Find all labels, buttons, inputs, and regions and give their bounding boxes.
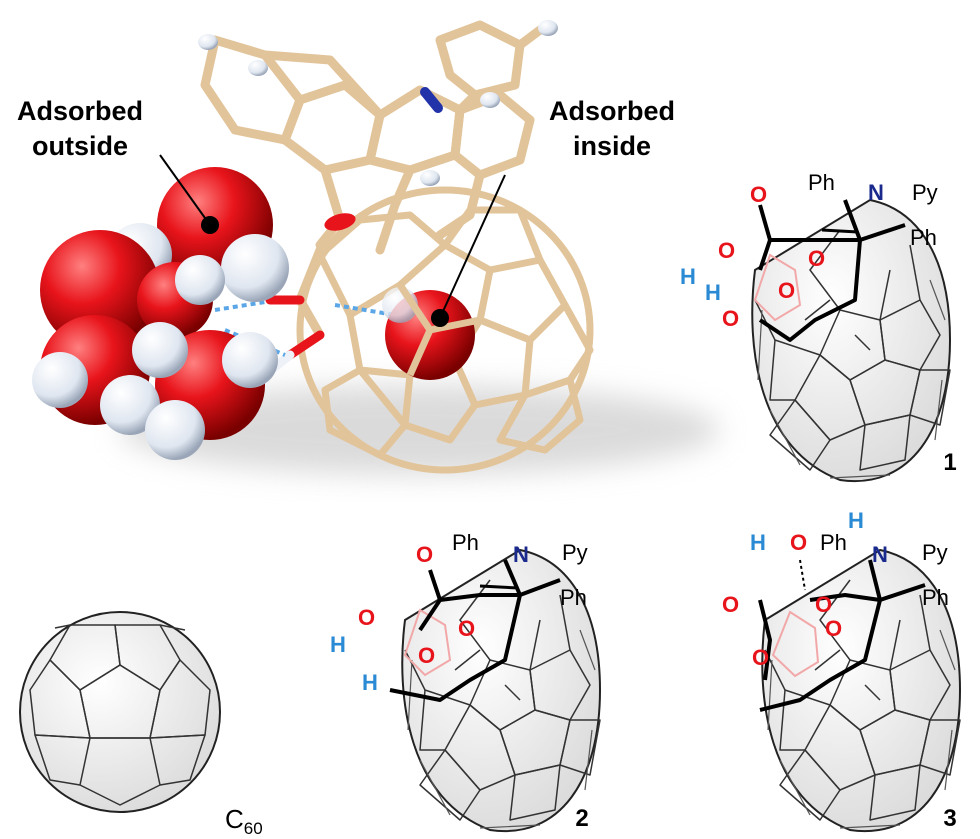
c3-oxygen-inner: O <box>752 645 769 670</box>
c2-ph-right: Ph <box>560 585 587 610</box>
c1-oxygen-hydroxyl: O <box>718 238 735 263</box>
c2-oxygen-inner: O <box>418 643 435 668</box>
carbonyl-oxygen-stick <box>324 213 356 231</box>
c3-ph-right: Ph <box>922 585 949 610</box>
c1-hydrogen-2: H <box>705 280 721 305</box>
compound-label-1: 1 <box>943 449 956 476</box>
molecular-model-3d <box>32 20 720 475</box>
callout-outside-line2: outside <box>32 131 128 161</box>
c1-py: Py <box>912 180 938 205</box>
c1-hydrogen-1: H <box>680 264 696 289</box>
callout-pointers <box>159 154 506 327</box>
structure-compound-2: Ph N Py Ph O O H O O H <box>330 530 601 833</box>
c3-py: Py <box>922 540 948 565</box>
cage-front-sticks <box>397 283 481 377</box>
c1-oxygen-inner: O <box>778 278 795 303</box>
c1-oxygen-carbonyl: O <box>750 182 767 207</box>
callout-dot-outside <box>201 216 219 234</box>
c2-ph-top: Ph <box>452 530 479 555</box>
c2-hydrogen-ch: H <box>362 670 378 695</box>
c2-oxygen-ketone: O <box>458 616 475 641</box>
c2-py: Py <box>562 540 588 565</box>
structure-compound-1: Ph N Py Ph O O H H O O O <box>680 170 951 483</box>
c3-ph-top: Ph <box>820 530 847 555</box>
c3-nitrogen: N <box>872 542 888 567</box>
structure-compound-3: H O Ph H N Py Ph O O O O <box>722 508 961 833</box>
fullerene-cage-sticks <box>296 186 594 474</box>
callout-dot-inside <box>431 309 449 327</box>
c1-ph-top: Ph <box>808 170 835 195</box>
callout-inside-line2: inside <box>573 131 651 161</box>
c2-hydrogen-oh: H <box>330 632 346 657</box>
c3-oxygen-carbonyl: O <box>722 592 739 617</box>
c1-ph-right: Ph <box>910 225 937 250</box>
water-cluster-outside <box>32 167 289 460</box>
c3-oxygen-ketone: O <box>825 616 842 641</box>
c1-oxygen-water: O <box>722 306 739 331</box>
c2-oxygen-hydroxyl: O <box>358 605 375 630</box>
nitrogen-stick <box>420 87 443 113</box>
c1-nitrogen: N <box>868 180 884 205</box>
callout-inside-line1: Adsorbed <box>549 96 675 126</box>
c3-oxygen-hydroxyl: O <box>790 530 807 555</box>
c3-hydrogen-oh: H <box>750 530 766 555</box>
structure-c60 <box>19 611 221 813</box>
compound-label-3: 3 <box>943 805 956 832</box>
c2-oxygen-carbonyl: O <box>416 542 433 567</box>
framework-hydrogens <box>198 20 558 186</box>
callout-outside-line1: Adsorbed <box>17 96 143 126</box>
c3-hydrogen-nh: H <box>848 508 864 533</box>
c1-oxygen-ketone: O <box>808 246 825 271</box>
c2-nitrogen: N <box>513 542 529 567</box>
c3-oxygen-ester: O <box>815 592 832 617</box>
compound-label-2: 2 <box>575 805 588 832</box>
compound-label-c60: C60 <box>225 804 263 838</box>
